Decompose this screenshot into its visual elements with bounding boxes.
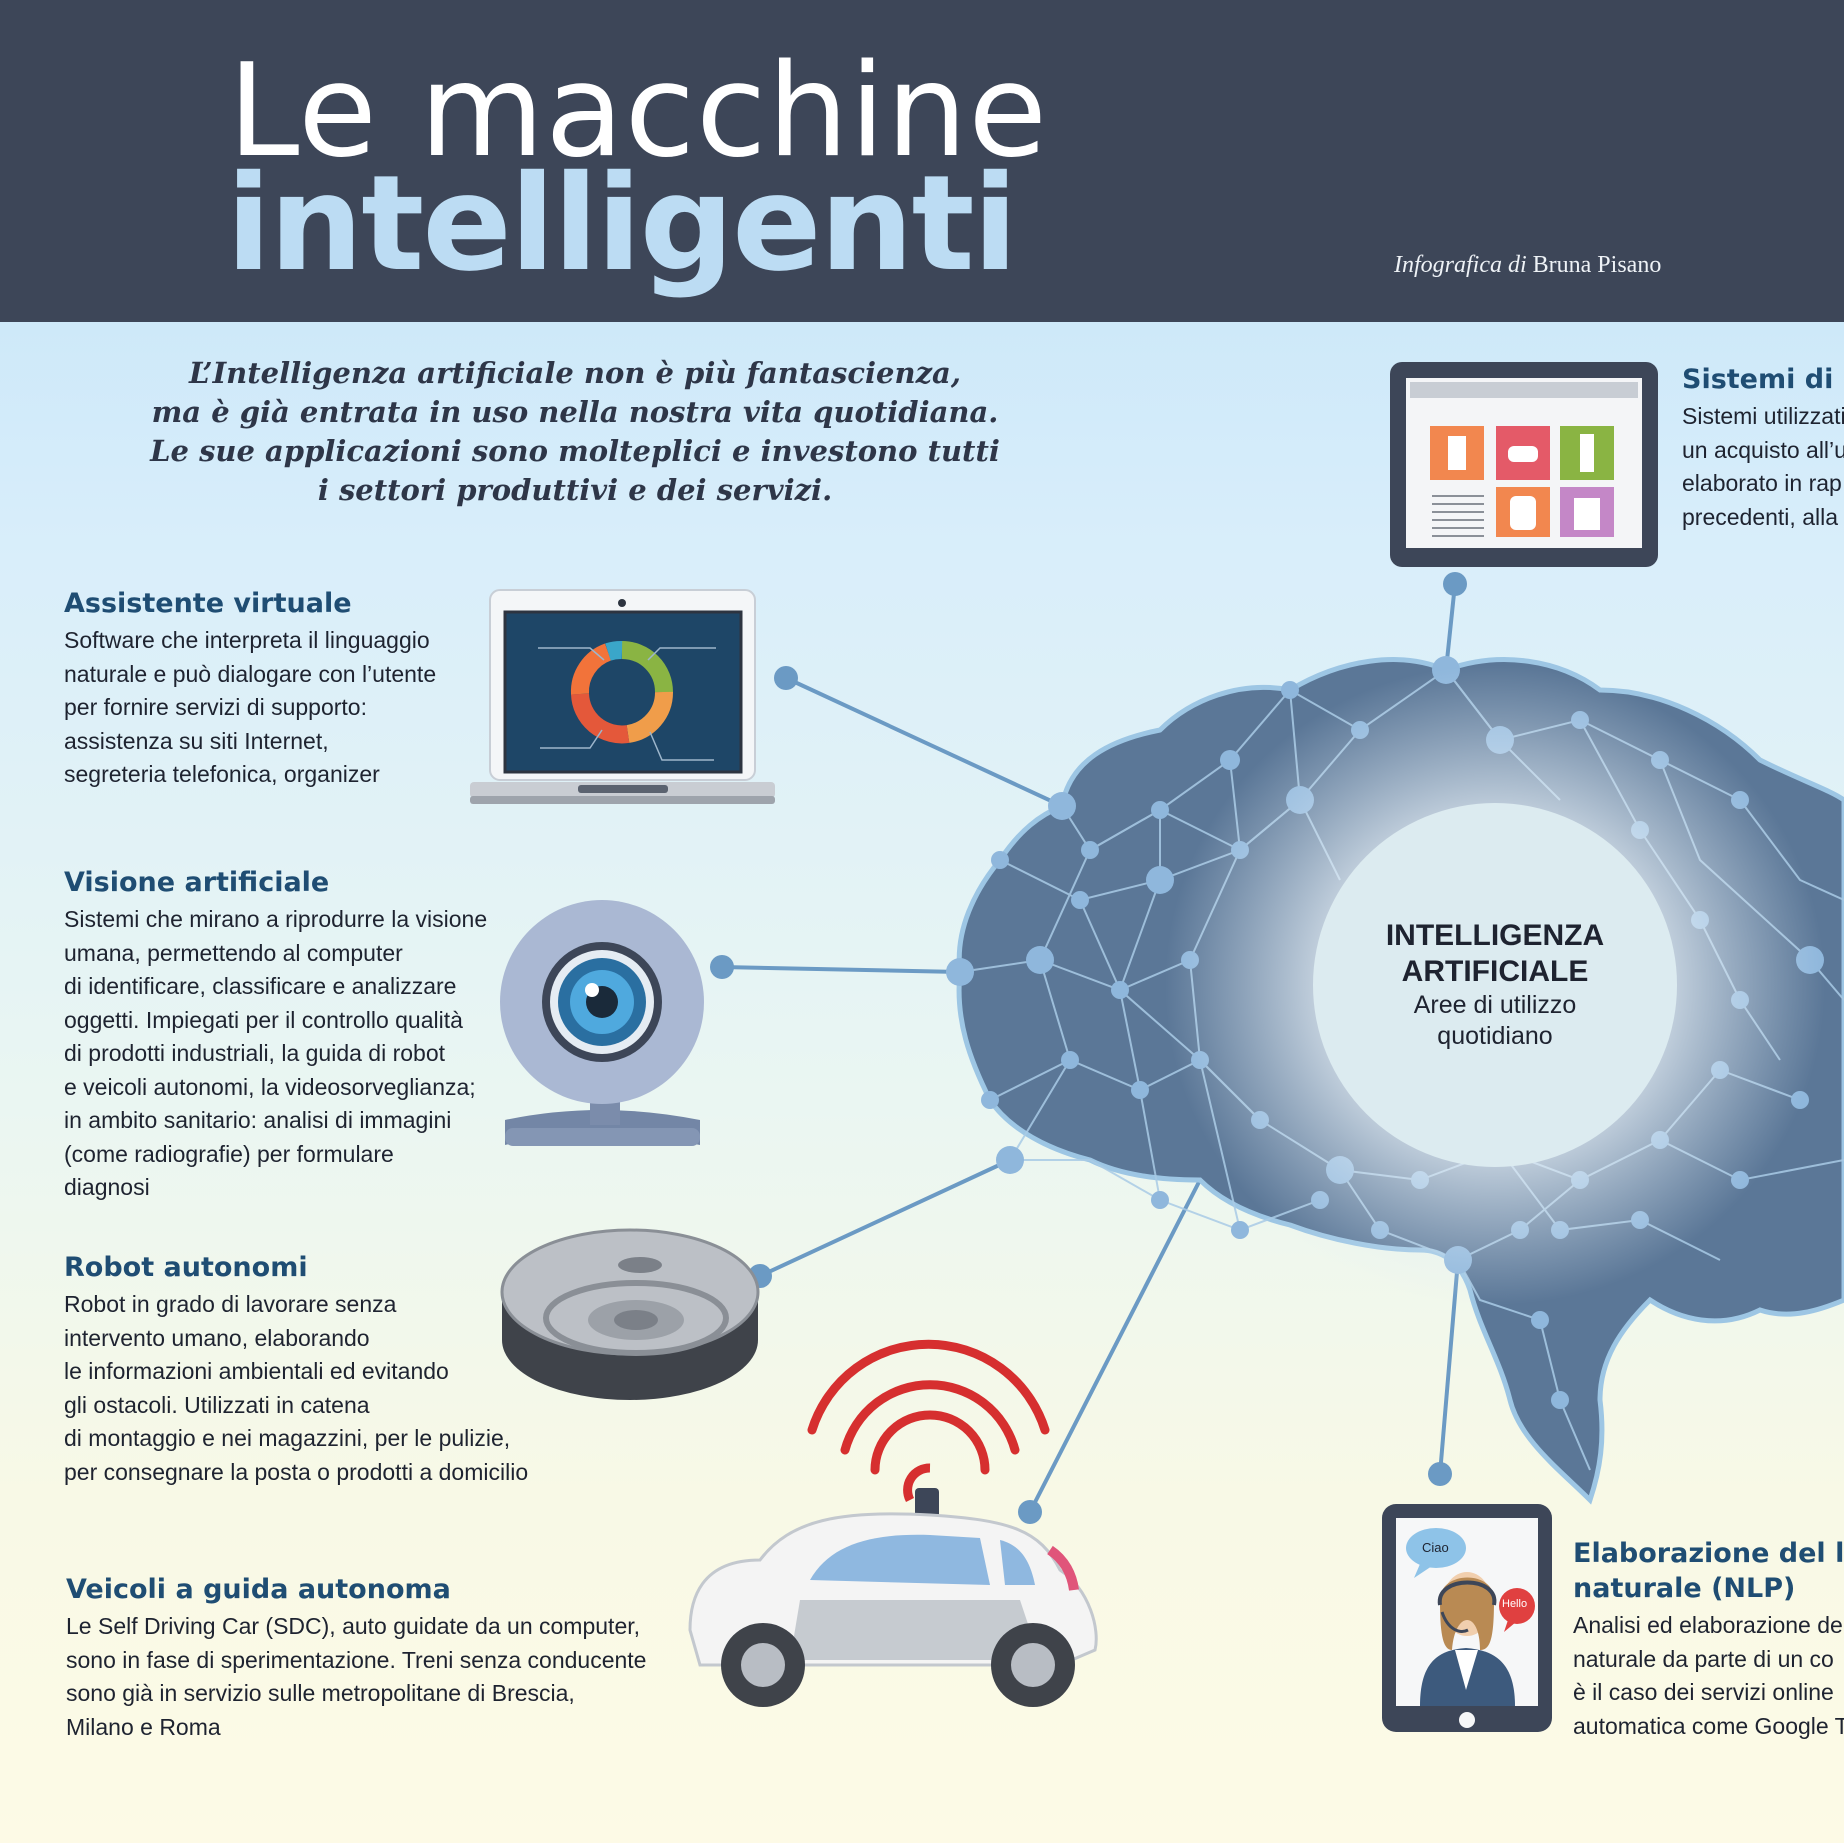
text-line: per consegnare la posta o prodotti a dom… xyxy=(64,1458,529,1485)
credit: Infografica di Bruna Pisano xyxy=(1394,252,1661,279)
text-line: Analisi ed elaborazione de xyxy=(1573,1612,1843,1638)
section-title-assistente: Assistente virtuale xyxy=(64,588,352,619)
section-title-visione: Visione artificiale xyxy=(64,867,330,898)
center-subtitle-line: Aree di utilizzo xyxy=(1413,991,1577,1019)
text-line: di prodotti industriali, la guida di rob… xyxy=(64,1040,446,1066)
text-line: Sistemi utilizzati xyxy=(1682,403,1844,429)
section-text-robot: Robot in grado di lavorare senza interve… xyxy=(64,1288,528,1489)
text-line: oggetti. Impiegati per il controllo qual… xyxy=(64,1006,463,1033)
shopping-tablet-icon xyxy=(1390,362,1658,567)
text-line: per fornire servizi di supporto: xyxy=(64,694,367,720)
text-line: assistenza su siti Internet, xyxy=(64,727,329,754)
nlp-tablet-icon xyxy=(1382,1504,1552,1732)
text-line: umana, permettendo al computer xyxy=(64,939,403,966)
intro-text: L’Intelligenza artificiale non è più fan… xyxy=(110,354,1040,510)
section-title-sistemi: Sistemi di r xyxy=(1682,364,1844,395)
section-text-sistemi: Sistemi utilizzati un acquisto all’u ela… xyxy=(1682,400,1844,534)
text-line: Sistemi che mirano a riprodurre la visio… xyxy=(64,906,488,932)
text-line: (come radiografie) per formulare xyxy=(64,1140,394,1167)
bubble-hello: Hello xyxy=(1502,1598,1528,1610)
text-line: Robot in grado di lavorare senza xyxy=(64,1291,397,1317)
connector-dots xyxy=(710,572,1467,1524)
header-banner: Le macchine intelligenti Infografica di … xyxy=(0,0,1844,322)
self-driving-car-icon xyxy=(688,1339,1098,1707)
text-line: di montaggio e nei magazzini, per le pul… xyxy=(64,1425,511,1451)
text-line: in ambito sanitario: analisi di immagini xyxy=(64,1107,452,1133)
section-title-nlp-line1: Elaborazione del li xyxy=(1573,1538,1844,1569)
text-line: Milano e Roma xyxy=(66,1713,221,1740)
intro-line: ma è già entrata in uso nella nostra vit… xyxy=(151,395,999,429)
section-text-visione: Sistemi che mirano a riprodurre la visio… xyxy=(64,903,487,1205)
intro-line: i settori produttivi e dei servizi. xyxy=(317,473,833,507)
section-text-assistente: Software che interpreta il linguaggio na… xyxy=(64,624,436,792)
page-title-line2: intelligenti xyxy=(226,147,1018,301)
center-title: INTELLIGENZA ARTIFICIALE xyxy=(1310,918,1680,990)
bubble-ciao: Ciao xyxy=(1422,1540,1449,1555)
section-text-veicoli: Le Self Driving Car (SDC), auto guidate … xyxy=(66,1610,646,1744)
text-line: automatica come Google T xyxy=(1573,1712,1844,1739)
text-line: le informazioni ambientali ed evitando xyxy=(64,1358,449,1384)
text-line: è il caso dei servizi online xyxy=(1573,1679,1834,1705)
text-line: naturale da parte di un co xyxy=(1573,1645,1834,1672)
text-line: sono già in servizio sulle metropolitane… xyxy=(66,1680,575,1706)
center-title-line: ARTIFICIALE xyxy=(1401,955,1589,988)
brain-network xyxy=(946,656,1844,1505)
robot-vacuum-icon xyxy=(500,1228,760,1400)
text-line: Le Self Driving Car (SDC), auto guidate … xyxy=(66,1613,641,1639)
credit-label: Infografica di xyxy=(1394,252,1527,278)
text-line: intervento umano, elaborando xyxy=(64,1324,370,1351)
center-title-line: INTELLIGENZA xyxy=(1385,919,1605,952)
laptop-icon xyxy=(470,589,775,804)
text-line: diagnosi xyxy=(64,1174,150,1200)
credit-name: Bruna Pisano xyxy=(1532,252,1662,278)
section-title-nlp-line2: naturale (NLP) xyxy=(1573,1573,1796,1604)
section-text-nlp: Analisi ed elaborazione de naturale da p… xyxy=(1573,1609,1844,1743)
text-line: un acquisto all’u xyxy=(1682,436,1844,463)
webcam-icon xyxy=(500,900,704,1146)
text-line: elaborato in rap xyxy=(1682,470,1842,496)
intro-line: Le sue applicazioni sono molteplici e in… xyxy=(150,434,1000,468)
text-line: di identificare, classificare e analizza… xyxy=(64,973,457,999)
text-line: gli ostacoli. Utilizzati in catena xyxy=(64,1391,370,1418)
text-line: naturale e può dialogare con l’utente xyxy=(64,660,437,687)
text-line: precedenti, alla xyxy=(1682,503,1838,530)
section-title-veicoli: Veicoli a guida autonoma xyxy=(66,1574,451,1605)
connector-lines xyxy=(721,583,1460,1513)
page-title-line1: Le macchine xyxy=(228,37,1048,186)
center-subtitle: Aree di utilizzo quotidiano xyxy=(1330,990,1660,1052)
text-line: sono in fase di sperimentazione. Treni s… xyxy=(66,1646,647,1673)
section-title-robot: Robot autonomi xyxy=(64,1252,308,1283)
center-subtitle-line: quotidiano xyxy=(1437,1022,1553,1050)
intro-line: L’Intelligenza artificiale non è più fan… xyxy=(189,356,961,390)
text-line: segreteria telefonica, organizer xyxy=(64,761,380,787)
text-line: e veicoli autonomi, la videosorveglianza… xyxy=(64,1073,476,1100)
text-line: Software che interpreta il linguaggio xyxy=(64,627,430,653)
